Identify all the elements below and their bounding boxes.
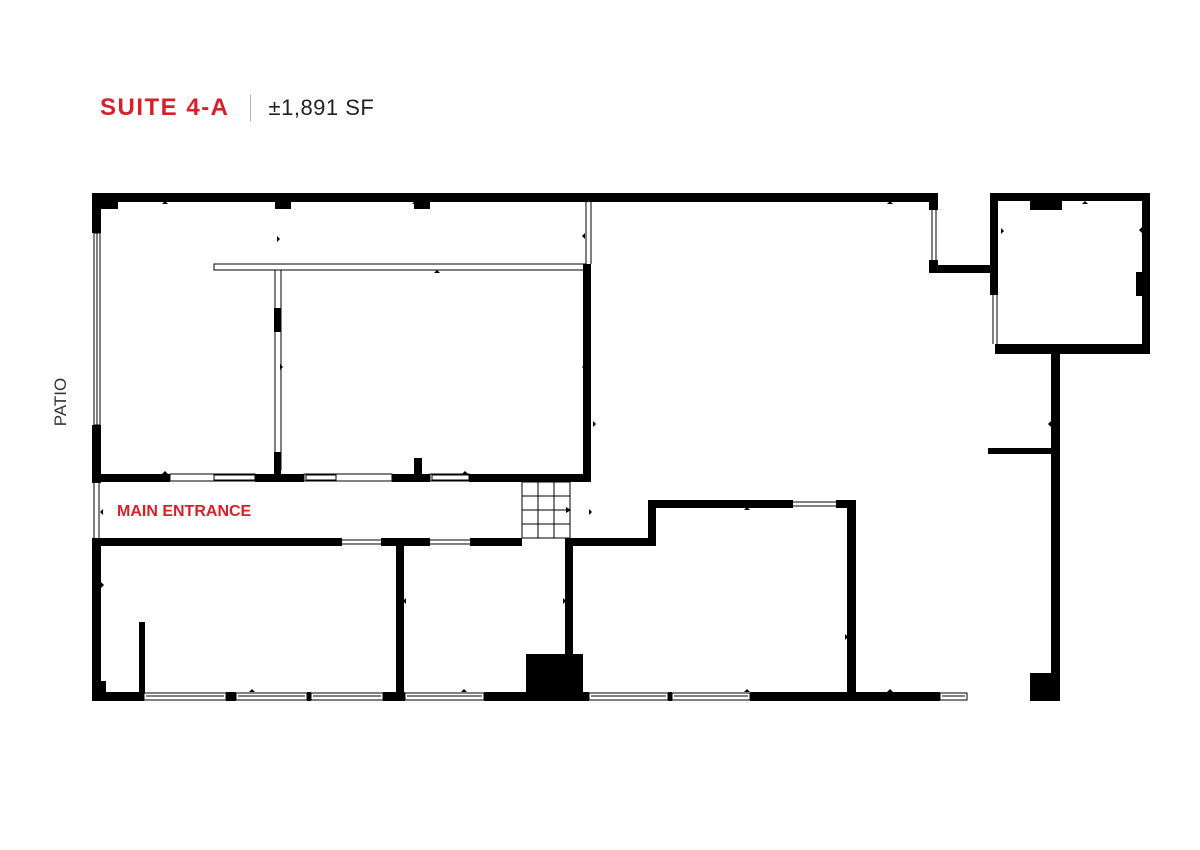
plan-header: SUITE 4-A ±1,891 SF [100,92,374,124]
patio-label: PATIO [51,378,70,427]
main-entrance-label: MAIN ENTRANCE [117,503,252,520]
interior-walls [92,264,1054,701]
columns [92,193,1150,701]
exterior-walls [92,193,1150,701]
header-divider [249,95,251,121]
windows [93,232,968,701]
stair [521,481,571,539]
fixture-markers [100,201,1142,692]
partitions [93,202,998,545]
suite-area: ±1,891 SF [268,95,375,120]
suite-name: SUITE 4-A [100,94,230,121]
